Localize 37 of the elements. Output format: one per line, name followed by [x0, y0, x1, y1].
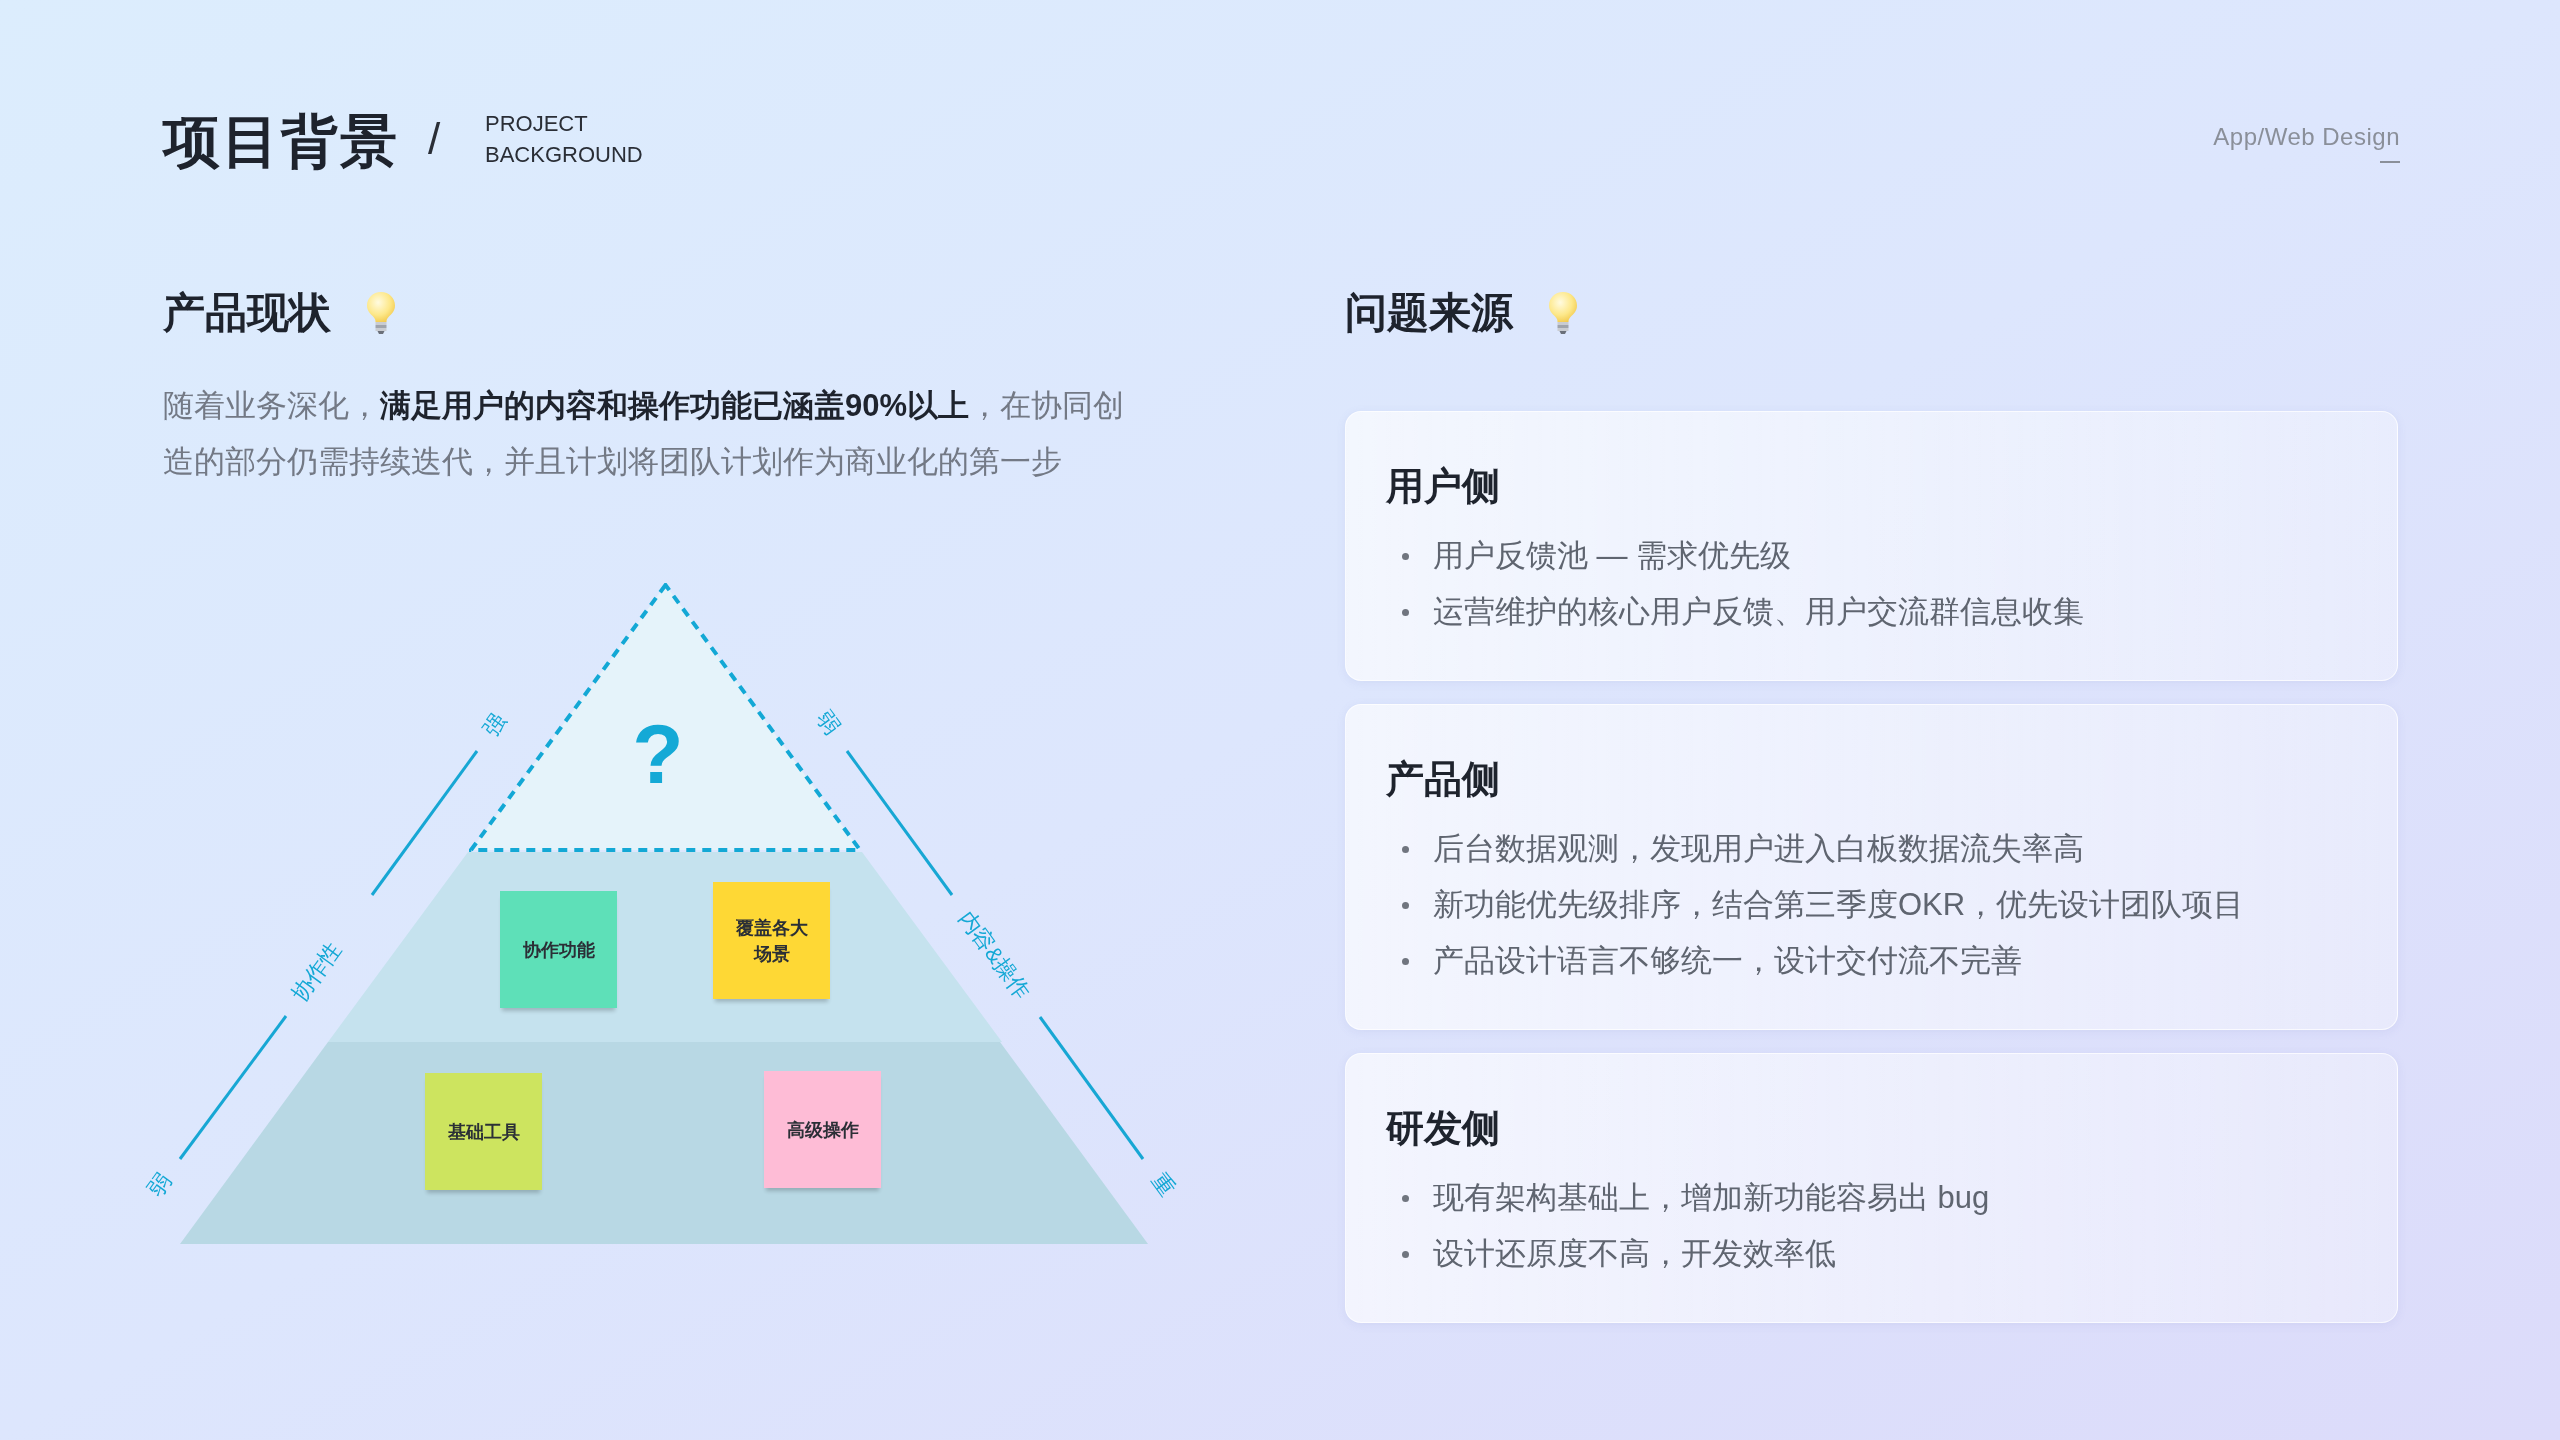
intro-paragraph: 随着业务深化，满足用户的内容和操作功能已涵盖90%以上，在协同创造的部分仍需持续迭代，并且计划将团队计划作为商业化的第一步	[163, 387, 1126, 481]
page-title: 项目背景	[163, 111, 399, 171]
axis-label: 弱	[811, 706, 845, 740]
sticky-note	[764, 1071, 881, 1188]
bullet-text: 新功能优先级排序，结合第三季度OKR，优先设计团队项目	[1433, 886, 2245, 924]
sticky-note	[713, 882, 830, 999]
info-card	[1345, 704, 2398, 1030]
pyramid-band	[180, 1042, 1148, 1244]
info-card	[1345, 1053, 2398, 1323]
note-label: 协作功能	[521, 938, 596, 962]
note-label: 基础工具	[446, 1120, 521, 1144]
info-card	[1345, 411, 2398, 681]
sticky-note	[500, 891, 617, 1008]
axis-label: 弱	[143, 1168, 177, 1202]
axis-label: 强	[478, 708, 512, 742]
title-separator: /	[428, 113, 441, 165]
sticky-note	[425, 1073, 542, 1190]
title-subtitle: PROJECT BACKGROUND	[485, 110, 643, 169]
note-label: 高级操作	[785, 1118, 860, 1142]
card-heading: 产品侧	[1386, 757, 1500, 802]
axis-label: 重	[1146, 1168, 1180, 1202]
bullet-text: 产品设计语言不够统一，设计交付流不完善	[1433, 942, 2022, 980]
card-heading: 研发侧	[1386, 1106, 1500, 1151]
header-tag: App/Web Design	[2213, 122, 2400, 152]
bullet-text: 设计还原度不高，开发效率低	[1433, 1235, 1836, 1273]
note-label: 覆盖各大场景	[734, 916, 809, 966]
section-heading: 产品现状	[163, 288, 331, 338]
bullet-text: 运营维护的核心用户反馈、用户交流群信息收集	[1433, 593, 2084, 631]
axis-label: 内容&操作	[953, 905, 1035, 1005]
bullet-text: 用户反馈池 — 需求优先级	[1433, 537, 1792, 575]
bullet-text: 后台数据观测，发现用户进入白板数据流失率高	[1433, 830, 2084, 868]
section-heading: 问题来源	[1345, 288, 1513, 338]
card-heading: 用户侧	[1386, 464, 1500, 509]
axis-label: 协作性	[287, 937, 347, 1007]
question-mark: ?	[632, 712, 684, 796]
bullet-text: 现有架构基础上，增加新功能容易出 bug	[1433, 1179, 1990, 1217]
apex-triangle	[469, 583, 862, 852]
